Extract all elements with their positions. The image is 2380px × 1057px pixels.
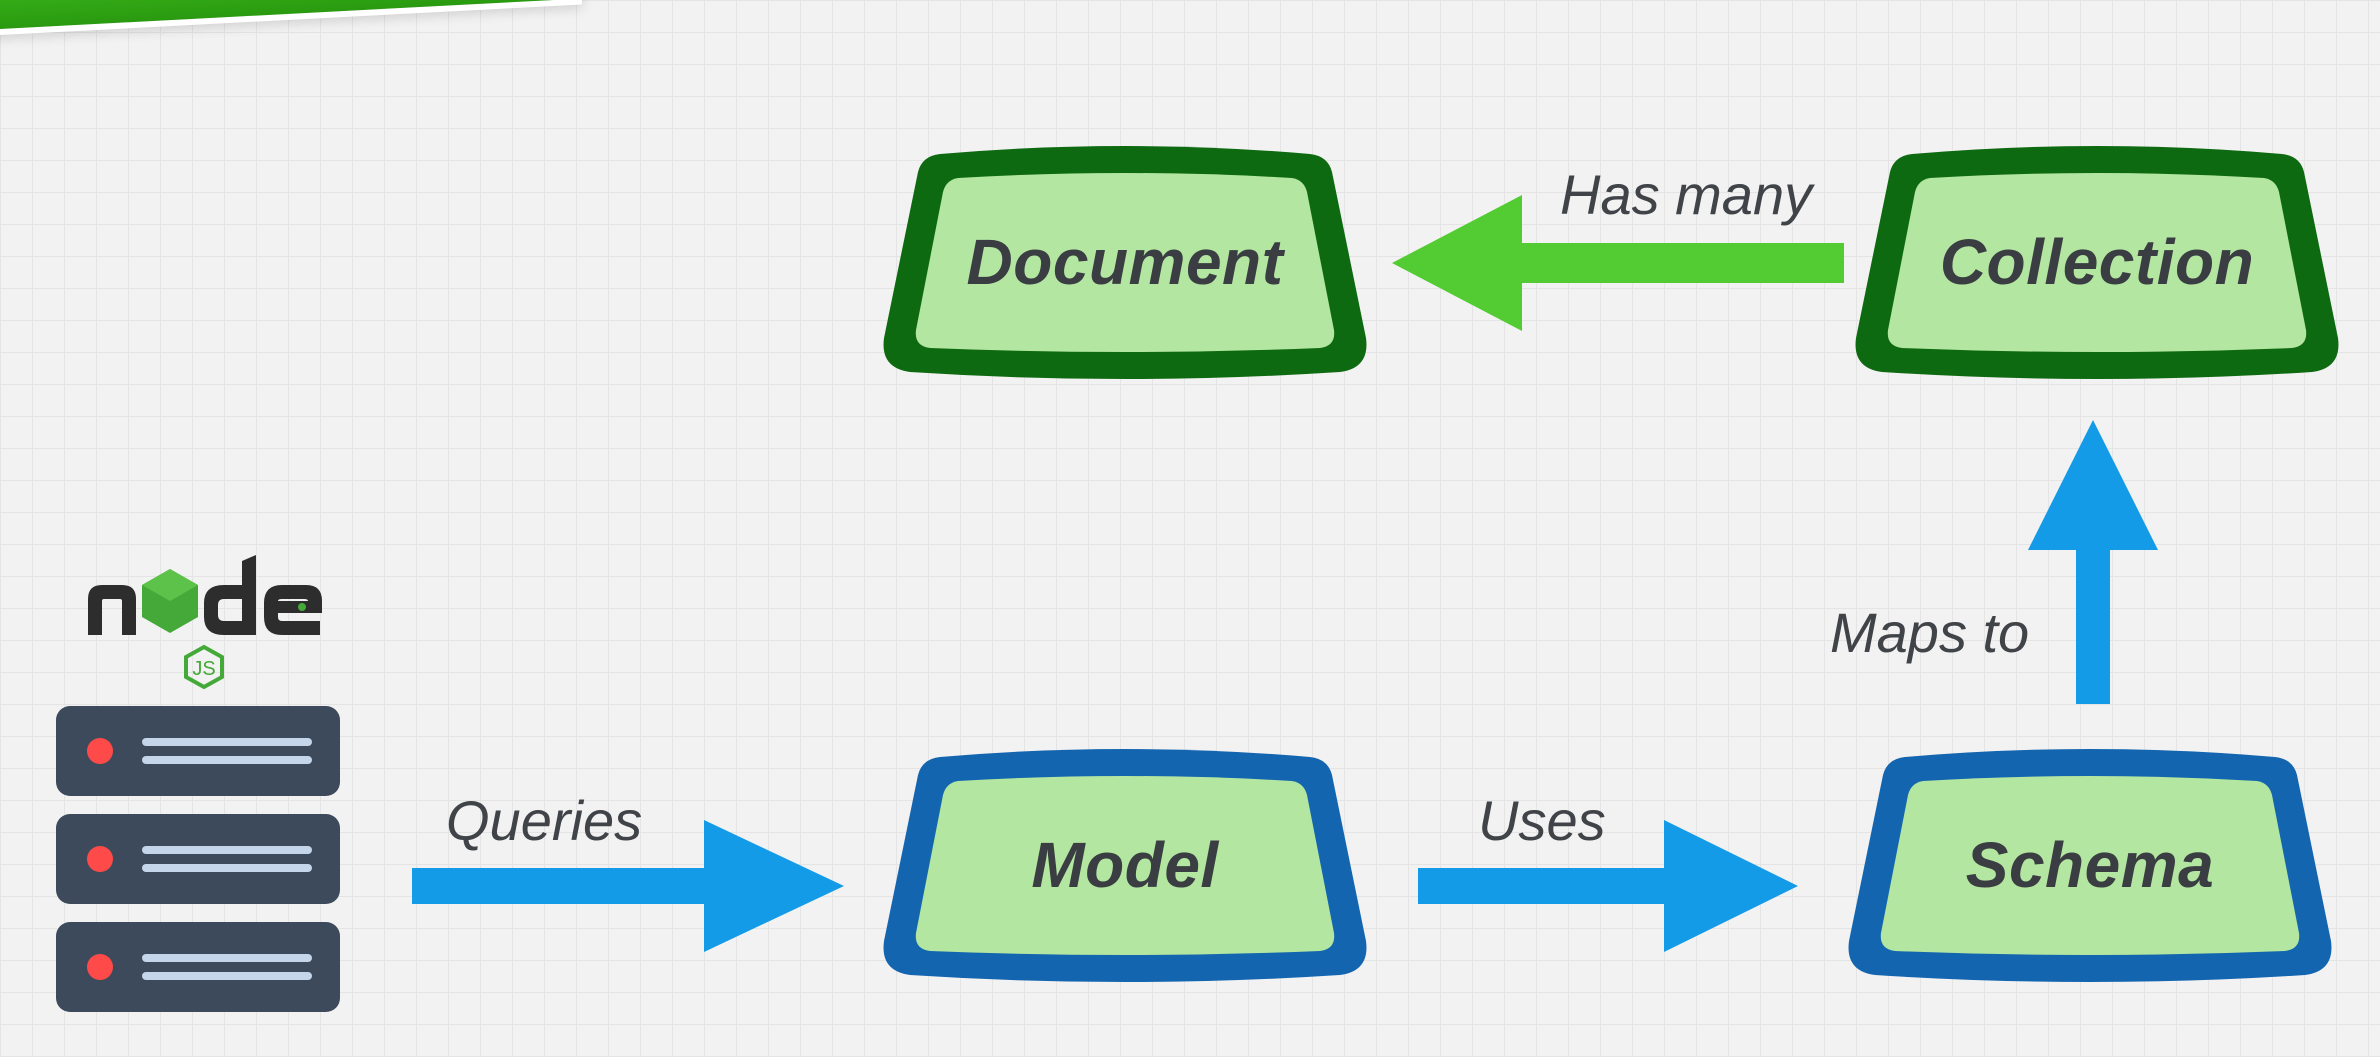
has-many-arrow [1392, 195, 1844, 331]
queries-arrow [412, 820, 844, 952]
model-node: Model [880, 745, 1370, 985]
model-label: Model [1031, 829, 1219, 901]
maps-to-label: Maps to [1830, 601, 2030, 664]
collection-label: Collection [1939, 226, 2255, 298]
collection-node: Collection [1852, 142, 2342, 382]
maps-to-arrow [2028, 420, 2158, 704]
schema-node: Schema [1845, 745, 2335, 985]
nodejs-logo: JS [88, 555, 322, 690]
queries-label: Queries [446, 789, 643, 852]
document-node: Document [880, 142, 1370, 382]
uses-arrow [1418, 820, 1798, 952]
nodejs-sub-text: JS [192, 658, 215, 680]
document-label: Document [966, 226, 1284, 298]
schema-label: Schema [1965, 829, 2215, 901]
server-icon [56, 706, 340, 1012]
uses-label: Uses [1478, 789, 1606, 852]
has-many-label: Has many [1560, 163, 1813, 226]
top-banner [0, 0, 582, 30]
